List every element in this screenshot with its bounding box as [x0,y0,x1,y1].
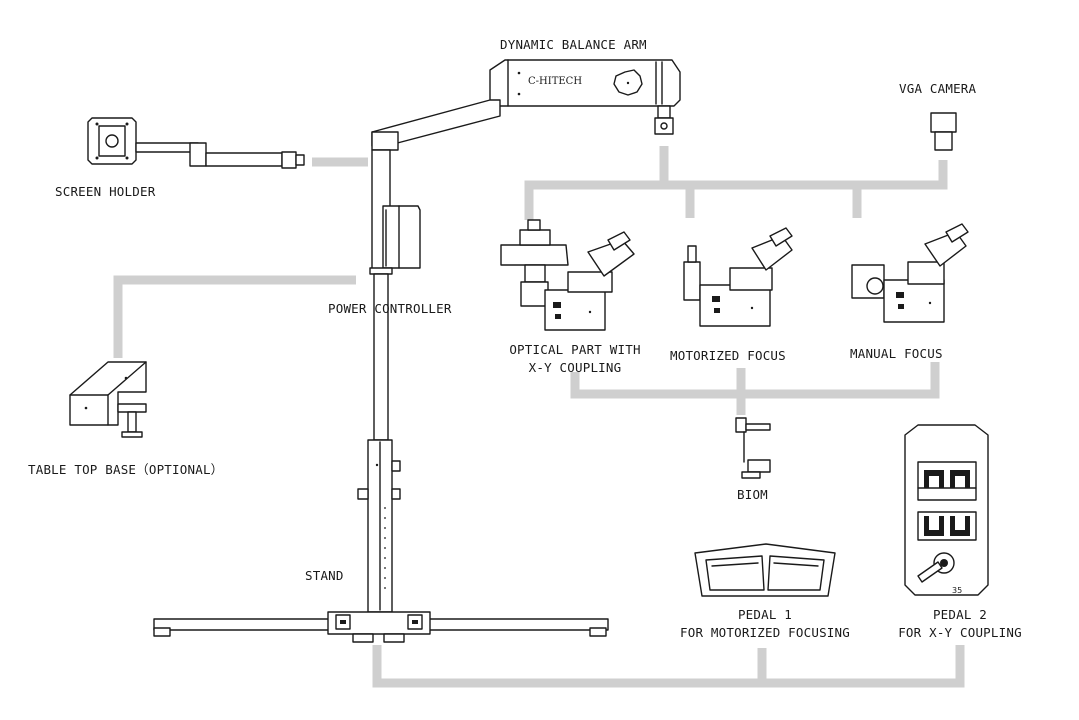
pedal1-label-line1: PEDAL 1 [737,607,793,622]
biom-unit [735,417,771,479]
pedal-1 [694,543,836,597]
connector-table-base [113,275,356,358]
connector-bottom-bus [372,645,965,688]
table-top-base [69,361,147,438]
dynamic-balance-arm-label: DYNAMIC BALANCE ARM [500,37,647,52]
screen-holder-label: SCREEN HOLDER [55,184,156,199]
pedal2-label-line1: PEDAL 2 [932,607,988,622]
pedal-2: 35 [904,424,989,596]
vga-camera-label: VGA CAMERA [899,81,977,96]
pedal2-label-line2: FOR X-Y COUPLING [898,625,1022,640]
brand-logo-text: C-HITECH [528,76,583,87]
motorized-focus-unit [683,227,793,327]
connector-top-bus [524,160,948,220]
biom-label: BIOM [737,487,768,502]
pedal1-label-line2: FOR MOTORIZED FOCUSING [680,625,850,640]
manual-focus-unit [851,223,969,323]
connector-lower-bus [570,362,940,399]
vga-camera [930,112,957,151]
motorized-focus-label: MOTORIZED FOCUS [670,348,786,363]
optical-part-label-line2: X-Y COUPLING [528,360,622,375]
connector-lines [113,146,965,688]
svg-text:35: 35 [952,586,962,595]
screen-holder [87,117,305,169]
table-top-base-label: TABLE TOP BASE（OPTIONAL） [28,462,224,477]
power-controller-label: POWER CONTROLLER [328,301,452,316]
dynamic-balance-arm [371,59,681,151]
optical-part-xy [500,219,635,331]
stand [153,149,609,643]
manual-focus-label: MANUAL FOCUS [850,346,943,361]
stand-label: STAND [305,568,344,583]
optical-part-label-line1: OPTICAL PART WITH [509,342,641,357]
